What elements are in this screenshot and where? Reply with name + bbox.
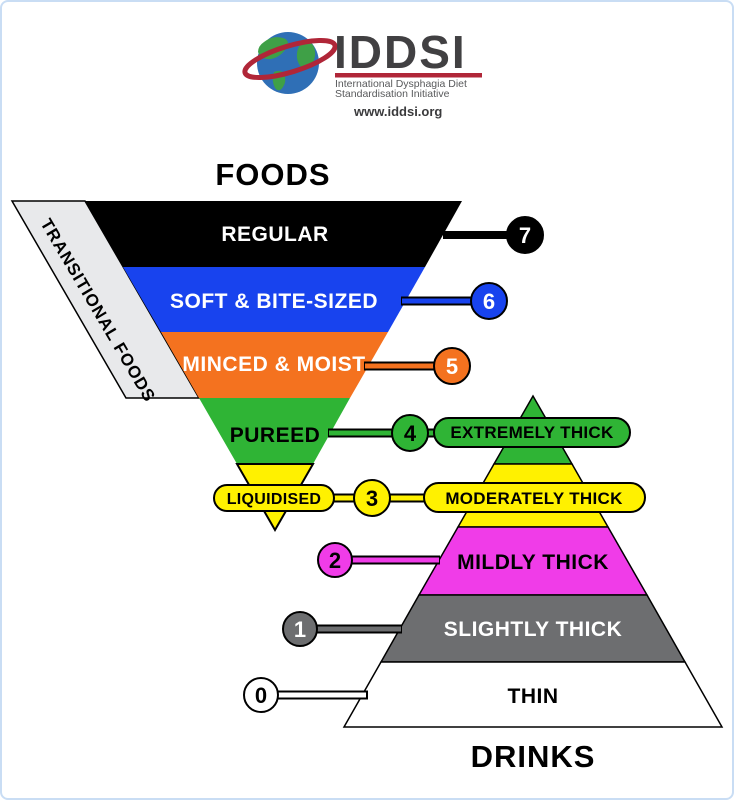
level-5-number: 5	[446, 354, 458, 379]
food-label-soft-bite-sized: SOFT & BITE-SIZED	[170, 290, 378, 313]
level-7-badge: 7	[506, 216, 544, 254]
level-4-badge: 4	[391, 414, 429, 452]
drink-band-thin	[342, 661, 724, 728]
drink-label-moderately-thick: MODERATELY THICK	[445, 489, 623, 508]
extremely-thick-pill	[433, 417, 631, 448]
drinks-heading: DRINKS	[471, 739, 596, 774]
foods-heading: FOODS	[215, 157, 330, 192]
logo-tagline-line2: Standardisation Initiative	[335, 88, 450, 100]
drink-label-extremely-thick: EXTREMELY THICK	[450, 423, 614, 442]
level-1-badge: 1	[282, 611, 318, 647]
food-band-pureed	[199, 398, 350, 464]
food-label-minced-moist: MINCED & MOIST	[182, 353, 365, 376]
food-band-regular	[85, 201, 462, 267]
logo-underline	[335, 73, 482, 78]
level-1-number: 1	[294, 617, 306, 642]
level-3-badge: 3	[353, 479, 391, 517]
level-3-number: 3	[366, 486, 378, 511]
food-label-pureed: PUREED	[230, 424, 321, 447]
drink-label-thin: THIN	[508, 685, 559, 708]
globe-continents	[258, 37, 316, 91]
drink-label-mildly-thick: MILDLY THICK	[457, 551, 609, 574]
level-0-badge: 0	[243, 677, 279, 713]
logo-acronym: IDDSI	[334, 26, 467, 78]
level-6-number: 6	[483, 289, 495, 314]
level-2-number: 2	[329, 548, 341, 573]
level-2-badge: 2	[317, 542, 353, 578]
level-0-number: 0	[255, 683, 267, 708]
logo-website: www.iddsi.org	[353, 104, 442, 119]
level-4-number: 4	[404, 421, 417, 446]
food-band-minced-moist	[161, 332, 388, 398]
level-6-badge: 6	[470, 282, 508, 320]
level-5-badge: 5	[433, 347, 471, 385]
drink-label-slightly-thick: SLIGHTLY THICK	[444, 618, 623, 641]
iddsi-logo: IDDSI International Dysphagia Diet Stand…	[242, 26, 482, 119]
food-band-soft-bite-sized	[123, 267, 425, 332]
moderately-thick-pill	[423, 482, 646, 513]
food-label-liquidised: LIQUIDISED	[227, 491, 322, 508]
level-7-number: 7	[519, 223, 531, 248]
food-label-regular: REGULAR	[221, 223, 328, 246]
liquidised-pill	[213, 484, 335, 512]
logo-swoosh	[242, 37, 338, 81]
logo-tagline-line1: International Dysphagia Diet	[335, 78, 467, 90]
